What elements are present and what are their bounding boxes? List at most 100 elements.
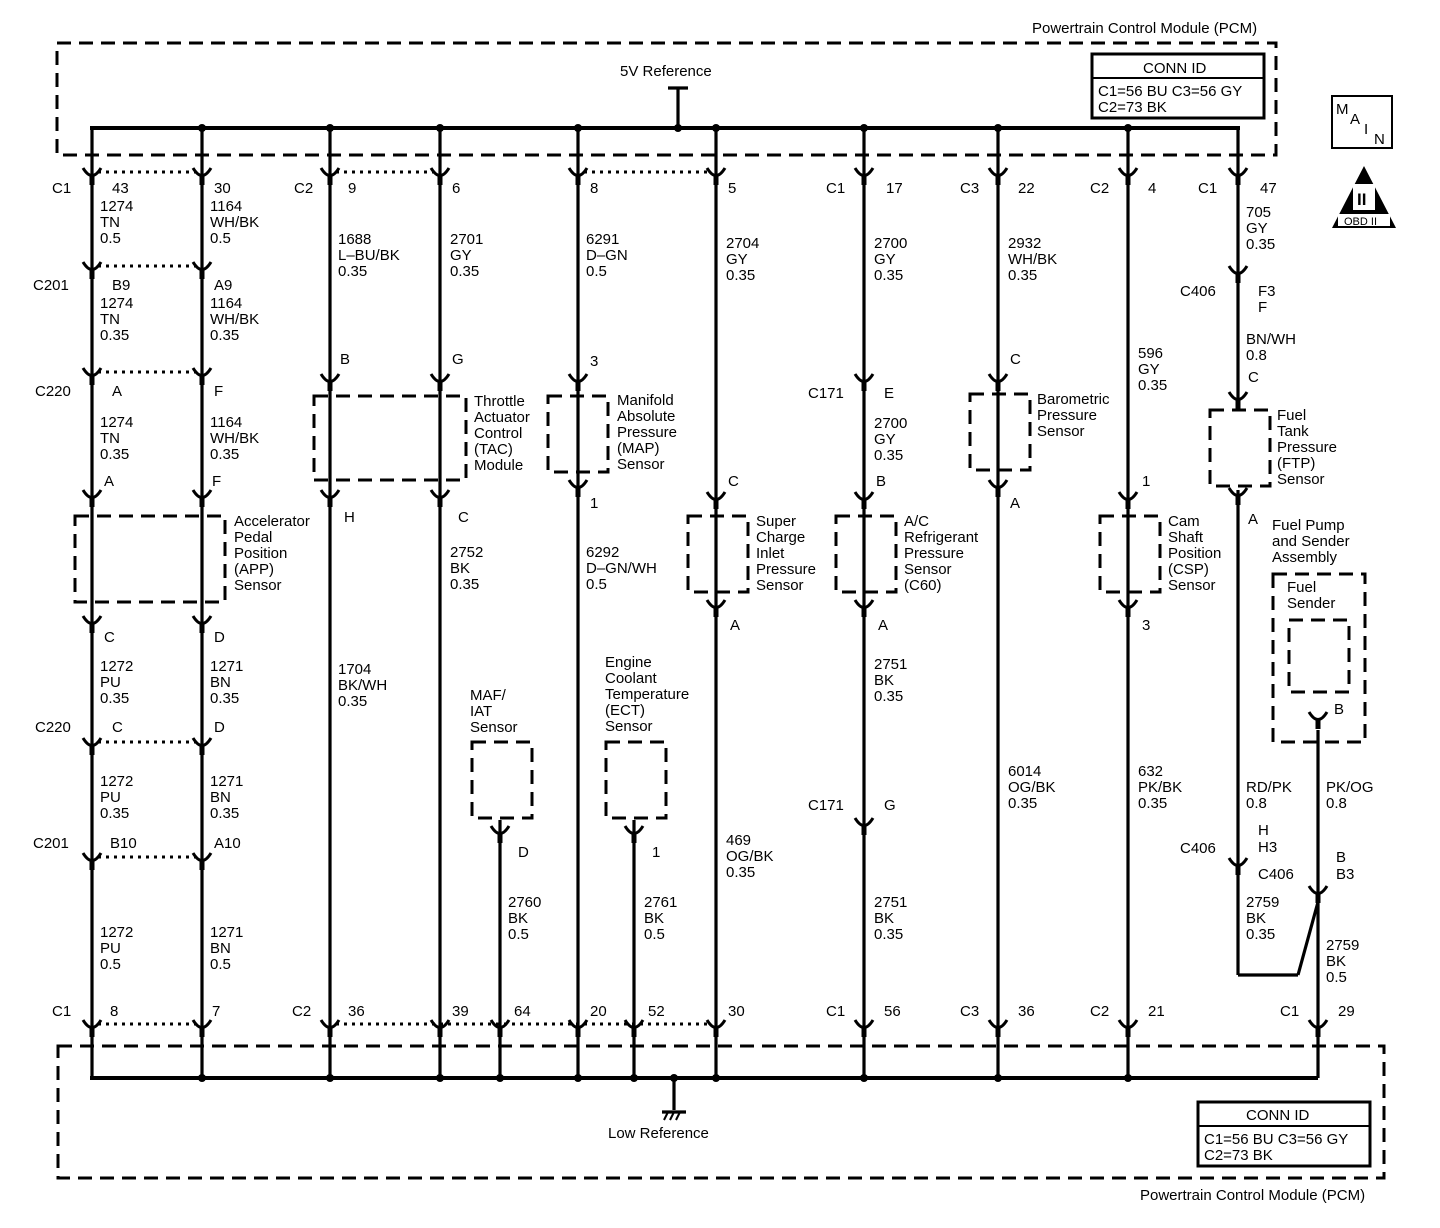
label-w104: BK (1326, 953, 1346, 970)
connector-pin (713, 1028, 719, 1037)
connector-pin (199, 176, 205, 185)
label-w19: 2700 (874, 235, 907, 252)
connector-pin (89, 176, 95, 185)
label-c171d: G (884, 797, 896, 814)
label-w71: 0.35 (210, 805, 239, 822)
label-w5: WH/BK (210, 214, 259, 231)
connector-cup (853, 817, 875, 827)
tac-module-box (312, 394, 468, 482)
connector-pin (1125, 608, 1131, 617)
connector-cup (1307, 711, 1329, 721)
label-c220d: C220 (35, 719, 71, 736)
connector-pin (1235, 176, 1241, 185)
connector-pin (497, 1028, 503, 1037)
connector-cup (1227, 391, 1249, 401)
connector-cup (623, 825, 645, 835)
connector-pin (1315, 894, 1321, 903)
connector-cup (81, 1019, 103, 1029)
label-w10: 2701 (450, 231, 483, 248)
pcm-bottom-label: Powertrain Control Module (PCM) (1140, 1187, 1365, 1204)
label-w50: 0.35 (450, 576, 479, 593)
connector-pin (861, 826, 867, 835)
label-w20: GY (874, 251, 896, 268)
conn-id-title: CONN ID (1143, 60, 1207, 77)
label-t3: 30 (214, 180, 231, 197)
label-w59: 0.35 (210, 690, 239, 707)
label-w80: PK/OG (1326, 779, 1374, 796)
ect-sensor-box (604, 740, 668, 820)
conn-id-title: CONN ID (1246, 1107, 1310, 1124)
conn-id-box-top: CONN ID C1=56 BU C3=56 GY C2=73 BK (1090, 52, 1266, 120)
connector-cup (1117, 1019, 1139, 1029)
connector-pin (631, 1028, 637, 1037)
main-badge: M A I N (1331, 95, 1393, 149)
conn-id-box-bottom: CONN ID C1=56 BU C3=56 GY C2=73 BK (1196, 1100, 1372, 1168)
connector-pin (89, 376, 95, 385)
svg-text:A: A (1350, 111, 1360, 128)
pcm-bottom-enclosure (56, 1044, 1386, 1180)
connector-cup (81, 615, 103, 625)
label-w73: OG/BK (1008, 779, 1056, 796)
label-w57: 1271 (210, 658, 243, 675)
label-b7: 64 (514, 1003, 531, 1020)
connector-pin (575, 488, 581, 497)
connector-pin (327, 382, 333, 391)
label-w66: 1272 (100, 773, 133, 790)
connector-pin (1235, 496, 1241, 505)
label-w14: D–GN (586, 247, 628, 264)
label-w79: 0.8 (1246, 795, 1267, 812)
label-c201a: C201 (33, 277, 69, 294)
app-sensor-box (73, 514, 227, 604)
label-t2: 43 (112, 180, 129, 197)
label-w58: BN (210, 674, 231, 691)
label-p17: D (214, 629, 225, 646)
connector-cup (81, 167, 103, 177)
connector-cup (191, 261, 213, 271)
connector-cup (853, 167, 875, 177)
label-b17: C1 (1280, 1003, 1299, 1020)
label-w67: PU (100, 789, 121, 806)
label-w4: 1164 (210, 198, 242, 215)
label-c201c: A9 (214, 277, 232, 294)
label-p4: C (1010, 351, 1021, 368)
label-w24: 0.35 (1008, 267, 1037, 284)
label-b14: 36 (1018, 1003, 1035, 1020)
label-p7: F (212, 473, 221, 490)
label-w23: WH/BK (1008, 251, 1057, 268)
connector-cup (853, 599, 875, 609)
label-p20: 3 (1142, 617, 1150, 634)
connector-pin (861, 382, 867, 391)
connector-pin (327, 176, 333, 185)
label-w84: 0.35 (726, 864, 755, 881)
label-w75: 632 (1138, 763, 1163, 780)
connector-pin (995, 382, 1001, 391)
label-w55: PU (100, 674, 121, 691)
label-c171a: C171 (808, 385, 844, 402)
label-w26: GY (1246, 220, 1268, 237)
connector-cup (191, 167, 213, 177)
label-t14: 4 (1148, 180, 1156, 197)
label-w68: 0.35 (100, 805, 129, 822)
label-b8: 20 (590, 1003, 607, 1020)
connector-pin (437, 1028, 443, 1037)
label-w31: 1164 (210, 295, 242, 312)
svg-text:M: M (1336, 101, 1349, 118)
svg-text:OBD II: OBD II (1344, 216, 1377, 228)
label-w6: 0.5 (210, 230, 231, 247)
label-c220e: C (112, 719, 123, 736)
label-b18: 29 (1338, 1003, 1355, 1020)
label-b5: 36 (348, 1003, 365, 1020)
label-c171b: E (884, 385, 894, 402)
label-p16: C (104, 629, 115, 646)
connector-pin (1235, 866, 1241, 875)
label-w30: 0.35 (100, 327, 129, 344)
connector-cup (191, 1019, 213, 1029)
connector-cup (1227, 265, 1249, 275)
label-p11: C (728, 473, 739, 490)
label-w2: TN (100, 214, 120, 231)
connector-cup (319, 1019, 341, 1029)
